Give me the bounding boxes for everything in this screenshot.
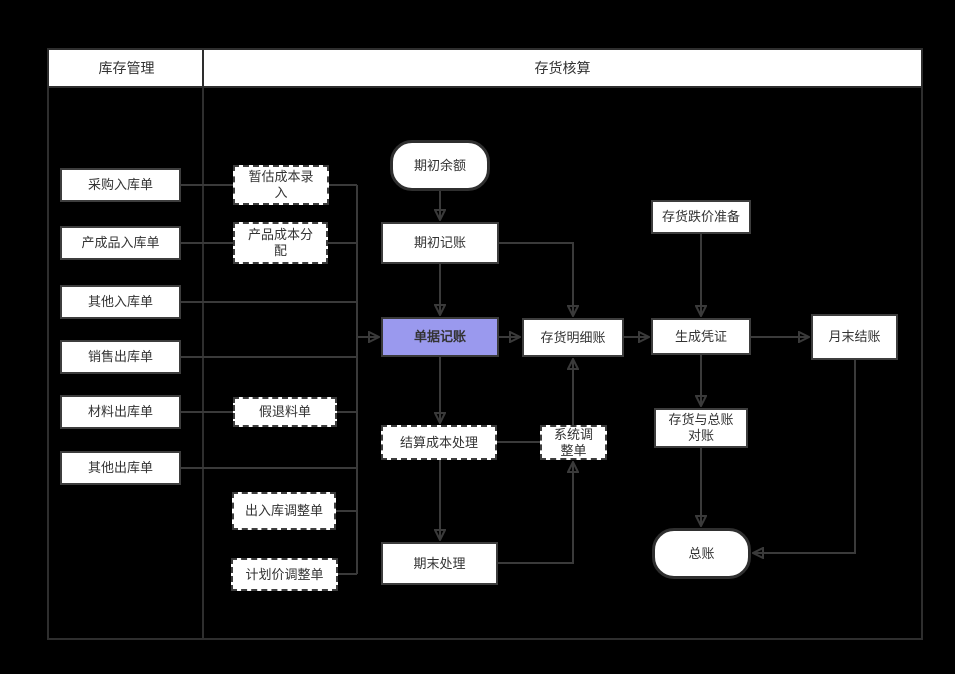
node-finished-goods-inbound-order: 产成品入库单 — [60, 226, 181, 260]
node-inventory-gl-reconciliation: 存货与总账 对账 — [654, 408, 748, 448]
node-other-outbound-order: 其他出库单 — [60, 451, 181, 485]
node-inventory-subledger: 存货明细账 — [522, 318, 624, 357]
node-month-end-close: 月末结账 — [811, 314, 898, 360]
node-beginning-booking: 期初记账 — [381, 222, 499, 264]
node-product-cost-allocation: 产品成本分 配 — [233, 222, 328, 264]
node-in-out-adjustment-order: 出入库调整单 — [232, 492, 336, 530]
lane-header-inventory-management: 库存管理 — [98, 60, 155, 76]
node-general-ledger: 总账 — [652, 528, 751, 579]
node-period-end-processing: 期末处理 — [381, 542, 498, 585]
node-generate-voucher: 生成凭证 — [651, 318, 751, 355]
node-fake-material-return: 假退料单 — [233, 397, 337, 427]
node-sales-outbound-order: 销售出库单 — [60, 340, 181, 374]
swimlane-header: 库存管理 存货核算 — [49, 50, 921, 88]
swimlane-frame: 库存管理 存货核算 — [47, 48, 923, 640]
node-planned-price-adjustment-order: 计划价调整单 — [231, 558, 338, 591]
node-inventory-devaluation-reserve: 存货跌价准备 — [651, 200, 751, 234]
lane-divider — [202, 50, 204, 638]
node-settle-cost-processing: 结算成本处理 — [381, 425, 497, 460]
node-other-inbound-order: 其他入库单 — [60, 285, 181, 319]
node-beginning-balance: 期初余额 — [390, 140, 490, 191]
node-document-booking: 单据记账 — [381, 317, 499, 357]
node-system-adjustment-order: 系统调 整单 — [540, 425, 607, 460]
node-estimated-cost-entry: 暂估成本录 入 — [233, 165, 329, 205]
node-material-outbound-order: 材料出库单 — [60, 395, 181, 429]
lane-header-inventory-accounting: 存货核算 — [534, 60, 591, 76]
node-purchase-inbound-order: 采购入库单 — [60, 168, 181, 202]
